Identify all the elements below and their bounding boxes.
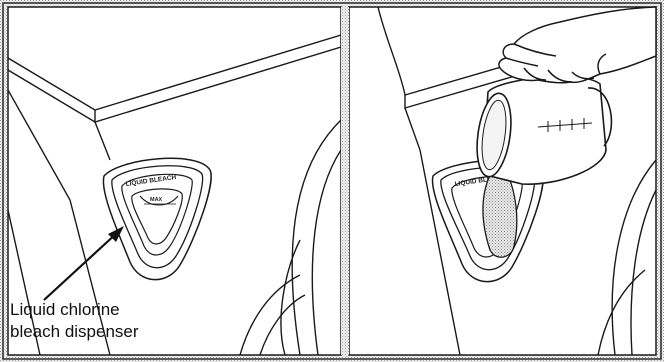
callout-line-2: bleach dispenser [10,321,240,343]
callout-label: Liquid chlorine bleach dispenser [10,299,240,343]
panel-divider [341,7,349,355]
right-panel: LIQUID BLEACH [349,7,656,355]
measuring-cup [472,77,611,184]
max-label: MAX [150,197,163,203]
callout-line-1: Liquid chlorine [10,299,240,321]
